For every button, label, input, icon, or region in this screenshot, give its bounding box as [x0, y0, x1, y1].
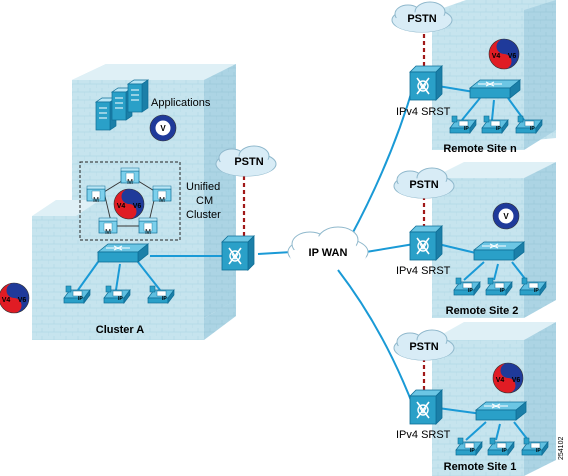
site-2-v-badge: V: [492, 202, 520, 230]
svg-text:V4: V4: [2, 297, 11, 304]
ip-phone: IP: [515, 115, 543, 134]
svg-text:V6: V6: [133, 203, 142, 210]
ip-phone: IP: [521, 437, 549, 456]
site-1-router: [409, 389, 443, 425]
network-links: [77, 83, 529, 441]
ip-phone: IP: [519, 277, 547, 296]
unified-label-line3: Cluster: [186, 209, 221, 221]
site-2-switch: [473, 241, 525, 261]
svg-text:IP: IP: [468, 288, 473, 294]
svg-text:V6: V6: [512, 377, 521, 384]
pstn-links: [242, 34, 426, 392]
cm-server-bottom-left: M: [98, 217, 118, 236]
site-1-switch: [475, 401, 527, 421]
central-router: [221, 235, 255, 271]
svg-text:IP: IP: [496, 126, 501, 132]
svg-text:IP: IP: [470, 448, 475, 454]
site-n-srst-label: IPv4 SRST: [396, 106, 451, 118]
svg-text:IP: IP: [502, 448, 507, 454]
ip-phone: IP: [63, 285, 91, 304]
site-2-pstn-cloud: PSTN: [393, 167, 455, 199]
cluster-a-label: Cluster A: [96, 324, 145, 336]
site-n-phones: IP IP IP: [449, 115, 543, 134]
cluster-a-switch: [97, 243, 149, 263]
svg-text:PSTN: PSTN: [407, 13, 436, 25]
svg-text:IP: IP: [536, 448, 541, 454]
ip-phone: IP: [455, 437, 483, 456]
svg-text:PSTN: PSTN: [409, 179, 438, 191]
svg-text:V: V: [503, 212, 509, 221]
svg-text:M: M: [159, 197, 165, 204]
ip-phone: IP: [485, 277, 513, 296]
svg-text:M: M: [127, 179, 133, 186]
unified-cm-cluster-box: [79, 161, 181, 241]
svg-text:V4: V4: [117, 203, 126, 210]
site-2-phones: IP IP IP: [453, 277, 547, 296]
svg-text:M: M: [145, 229, 151, 236]
svg-text:IP: IP: [530, 126, 535, 132]
ip-phone: IP: [481, 115, 509, 134]
central-pstn-cloud: PSTN: [215, 145, 277, 177]
site-n-pstn-cloud: PSTN: [391, 1, 453, 33]
ip-phone: IP: [449, 115, 477, 134]
ip-phone: IP: [487, 437, 515, 456]
cm-server-left: M: [86, 185, 106, 204]
figure-id: 254102: [558, 437, 565, 460]
unified-label-line2: CM: [196, 195, 213, 207]
svg-text:V6: V6: [18, 297, 27, 304]
svg-text:IP WAN: IP WAN: [309, 247, 348, 259]
cm-servers: M M M M M: [86, 167, 172, 236]
link-router-wan: [257, 251, 293, 255]
ip-phone: IP: [103, 285, 131, 304]
svg-text:M: M: [93, 197, 99, 204]
applications-label: Applications: [151, 97, 211, 109]
svg-text:V4: V4: [496, 377, 505, 384]
svg-text:V4: V4: [492, 53, 501, 60]
site-1-dual-badge: V4 V6: [492, 362, 524, 394]
ip-phone: IP: [453, 277, 481, 296]
svg-text:PSTN: PSTN: [234, 156, 263, 168]
link-site-2-router-switch: [437, 243, 481, 255]
cluster-a-left-dual-badge: V4 V6: [0, 282, 30, 314]
svg-text:IP: IP: [162, 296, 167, 302]
site-2-srst-label: IPv4 SRST: [396, 265, 451, 277]
cm-server-right: M: [152, 185, 172, 204]
link-wan-site-n: [349, 83, 415, 239]
cm-server-bottom-right: M: [138, 217, 158, 236]
site-2-router: [409, 225, 443, 261]
cluster-dual-stack-badge: V4 V6: [113, 188, 145, 220]
site-1-pstn-cloud: PSTN: [393, 329, 455, 361]
ip-phone: IP: [147, 285, 175, 304]
applications-v-badge: V: [149, 114, 177, 142]
link-wan-site-1: [337, 269, 415, 409]
svg-text:V6: V6: [508, 53, 517, 60]
svg-text:IP: IP: [78, 296, 83, 302]
svg-text:IP: IP: [464, 126, 469, 132]
svg-text:M: M: [105, 229, 111, 236]
link-site-1-router-switch: [437, 407, 483, 415]
site-2-label: Remote Site 2: [446, 305, 519, 317]
site-n-dual-badge: V4 V6: [488, 38, 520, 70]
link-wan-site-2: [365, 243, 415, 253]
ip-wan-cloud: IP WAN: [287, 226, 369, 269]
svg-text:PSTN: PSTN: [409, 341, 438, 353]
link-site-n-router-switch: [437, 85, 475, 93]
site-1-srst-label: IPv4 SRST: [396, 429, 451, 441]
site-1-label: Remote Site 1: [444, 461, 517, 473]
site-1-phones: IP IP IP: [455, 437, 549, 456]
svg-text:IP: IP: [534, 288, 539, 294]
unified-label-line1: Unified: [186, 181, 220, 193]
cluster-a-phones: IP IP IP: [63, 285, 175, 304]
site-n-router: [409, 65, 443, 101]
svg-text:IP: IP: [118, 296, 123, 302]
cm-cluster-ring: [103, 175, 157, 227]
site-n-label: Remote Site n: [443, 143, 517, 155]
site-n-switch: [469, 79, 521, 99]
svg-text:IP: IP: [500, 288, 505, 294]
cm-server-top: M: [120, 167, 140, 186]
svg-text:V: V: [160, 124, 166, 133]
